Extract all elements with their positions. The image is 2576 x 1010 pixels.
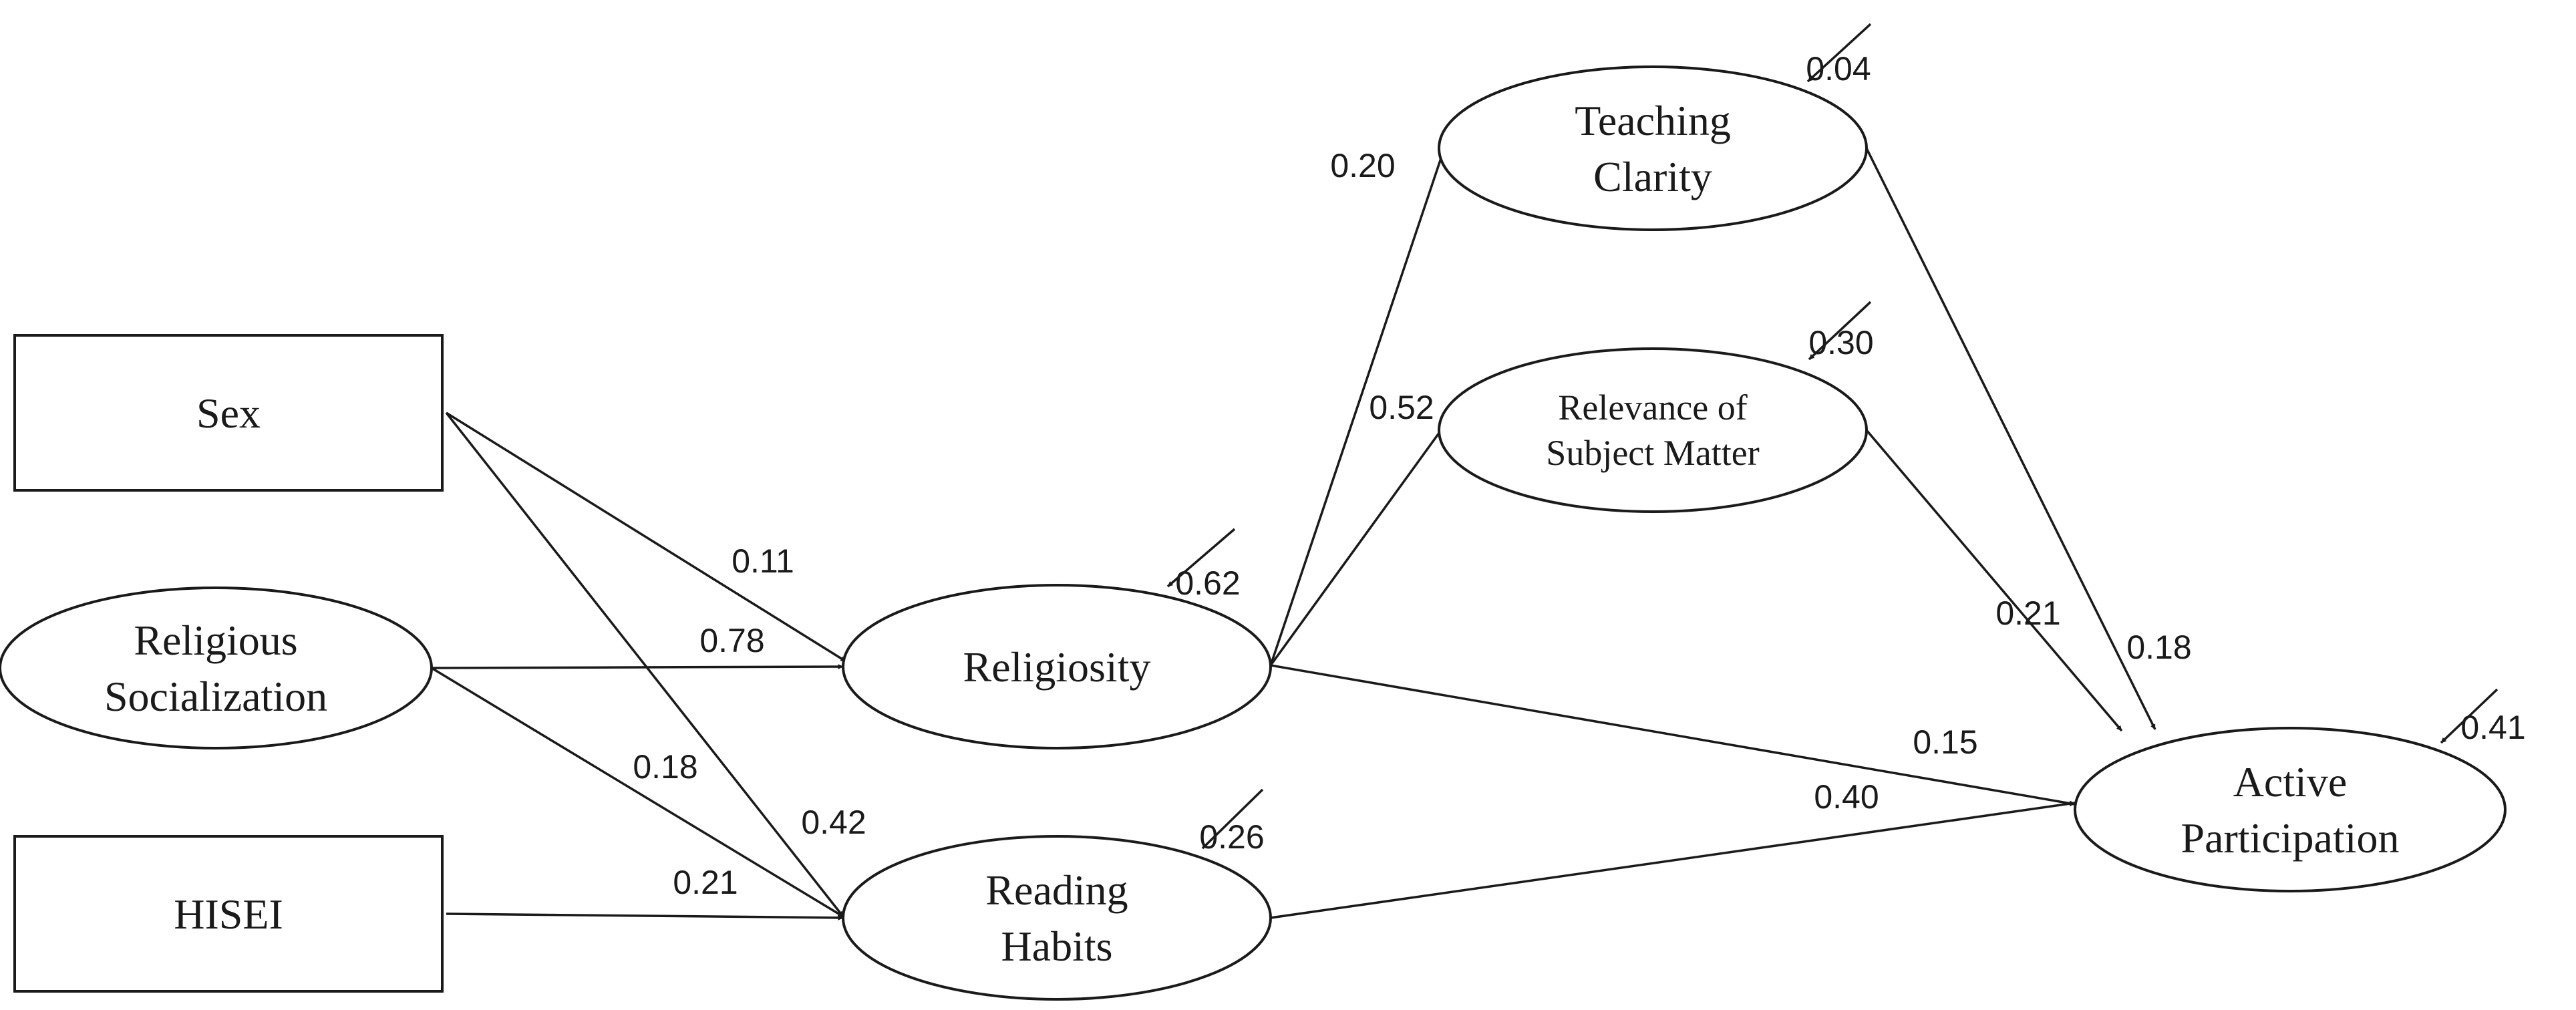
node-religiosity-label-line-1: Religiosity xyxy=(963,643,1151,691)
node-hisei-label-line-1: HISEI xyxy=(174,890,283,938)
path-coefficient-relsoc-to-religiosity: 0.78 xyxy=(699,622,764,659)
node-relevance-ellipse xyxy=(1438,347,1868,513)
node-active-ellipse xyxy=(2074,727,2507,892)
node-active-label-line-2: Participation xyxy=(2181,814,2399,862)
path-arrow-hisei-to-reading xyxy=(446,912,844,920)
path-arrow-relsoc-to-religiosity xyxy=(431,664,844,670)
residual-value-reading: 0.26 xyxy=(1199,818,1264,856)
path-arrow-religiosity-to-active xyxy=(1270,664,2076,806)
node-sex-label-line-1: Sex xyxy=(196,389,261,437)
node-religiosity-ellipse xyxy=(842,584,1272,749)
node-relevance-label-line-1: Relevance of xyxy=(1558,387,1747,428)
path-coefficient-religiosity-to-relevance: 0.52 xyxy=(1369,389,1434,426)
node-religiosity: Religiosity xyxy=(842,584,1272,749)
node-teaching-ellipse xyxy=(1438,65,1868,231)
node-hisei-box xyxy=(13,835,444,993)
path-arrow-reading-to-active xyxy=(1270,801,2076,919)
path-coefficient-reading-to-active: 0.40 xyxy=(1814,778,1879,816)
path-arrow-teaching-to-active xyxy=(1865,148,2156,730)
node-hisei: HISEI xyxy=(13,835,444,993)
node-active-label-line-1: Active xyxy=(2233,758,2348,806)
residual-arrow-active xyxy=(2440,688,2499,744)
node-sex-box xyxy=(13,334,444,492)
node-relsoc-label-line-1: Religious xyxy=(134,617,297,664)
path-coefficient-religiosity-to-active: 0.15 xyxy=(1913,723,1977,761)
node-teaching-label-line-1: Teaching xyxy=(1575,97,1731,144)
path-coefficient-religiosity-to-teaching: 0.20 xyxy=(1330,147,1395,184)
residual-value-teaching: 0.04 xyxy=(1806,50,1871,88)
path-coefficient-relsoc-to-reading: 0.18 xyxy=(633,748,697,786)
node-relevance: Relevance of Subject Matter xyxy=(1438,347,1868,513)
path-arrow-sex-to-religiosity xyxy=(446,411,846,663)
residual-arrow-relevance xyxy=(1808,301,1872,361)
residual-arrow-teaching xyxy=(1806,23,1872,83)
residual-value-active: 0.41 xyxy=(2460,709,2525,746)
node-relsoc-ellipse xyxy=(0,586,433,749)
residual-value-religiosity: 0.62 xyxy=(1175,564,1240,602)
path-coefficient-sex-to-religiosity: 0.11 xyxy=(732,542,794,580)
path-arrow-religiosity-to-relevance xyxy=(1269,426,1444,667)
node-reading-ellipse xyxy=(842,835,1272,1001)
node-sex: Sex xyxy=(13,334,444,492)
path-arrow-religiosity-to-teaching xyxy=(1269,144,1447,666)
node-relevance-label-line-2: Subject Matter xyxy=(1546,433,1759,473)
path-coefficient-hisei-to-reading: 0.21 xyxy=(673,864,738,901)
node-relsoc-label-line-2: Socialization xyxy=(104,673,327,720)
path-coefficient-sex-to-reading: 0.42 xyxy=(801,804,866,841)
path-arrow-relevance-to-active xyxy=(1865,429,2123,732)
node-teaching-label-line-2: Clarity xyxy=(1593,153,1712,200)
path-arrow-relsoc-to-reading xyxy=(431,667,844,918)
residual-value-relevance: 0.30 xyxy=(1808,324,1873,361)
residual-arrow-religiosity xyxy=(1166,528,1236,588)
node-reading-label-line-1: Reading xyxy=(985,866,1128,914)
path-coefficient-relevance-to-active: 0.21 xyxy=(1995,595,2060,632)
path-coefficient-teaching-to-active: 0.18 xyxy=(2126,629,2191,666)
residual-arrow-reading xyxy=(1201,788,1264,850)
path-arrow-sex-to-reading xyxy=(445,411,844,918)
node-reading-label-line-2: Habits xyxy=(1001,922,1112,970)
